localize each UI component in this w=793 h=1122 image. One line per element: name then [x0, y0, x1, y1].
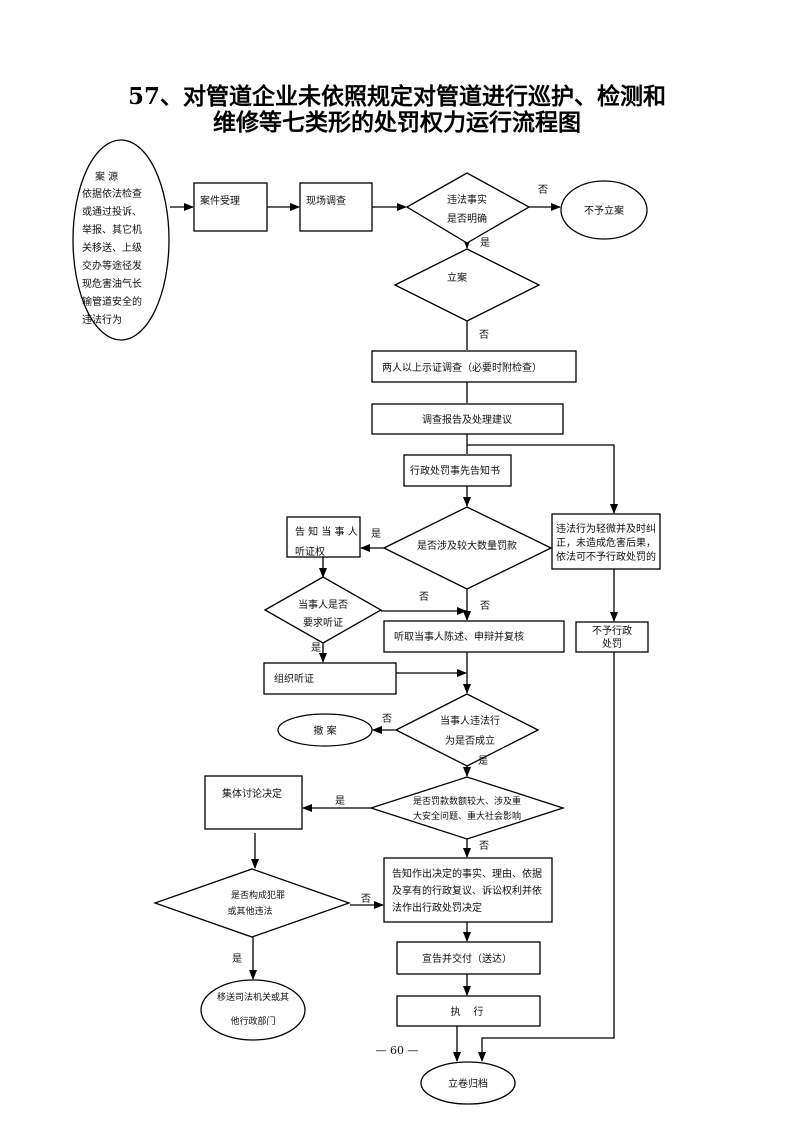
case-source-node: 案 源 依据依法检查 或通过投诉、 举报、其它机 关移送、上级 交办等途径发 现… — [72, 139, 170, 341]
no-label: 否 — [382, 713, 392, 725]
site-investigation-box: 现场调查 — [299, 182, 373, 232]
violation-established-line: 为是否成立 — [445, 734, 495, 747]
filing-label: 立案 — [447, 271, 467, 284]
inform-hearing-box: 告 知 当 事 人 听证权 — [286, 516, 361, 558]
filing-decision: 立案 — [393, 248, 541, 322]
investigate-box: 两人以上示证调查（必要时附检查） — [371, 350, 577, 383]
archive-label: 立卷归档 — [448, 1077, 488, 1090]
hear-statement-label: 听取当事人陈述、申辩并复核 — [394, 630, 524, 643]
notice-label: 行政处罚事先告知书 — [410, 464, 500, 477]
no-label: 否 — [479, 329, 489, 341]
yes-label: 是 — [371, 528, 381, 540]
no-filing-label: 不予立案 — [584, 204, 624, 217]
request-hearing-line: 要求听证 — [303, 617, 343, 629]
major-case-line: 是否罚款数额较大、涉及重 — [413, 795, 521, 807]
minor-violation-box: 违法行为轻微并及时纠 正，未造成危害后果， 依法可不予行政处罚的 — [551, 513, 661, 570]
violation-established-decision: 当事人违法行 为是否成立 — [394, 693, 540, 767]
decision-line: 是否明确 — [447, 212, 487, 225]
no-label: 否 — [419, 591, 429, 603]
case-source-line: 交办等途径发 — [82, 259, 142, 272]
crime-decision: 是否构成犯罪 或其他违法 — [153, 868, 351, 938]
withdraw-label: 撤 案 — [313, 724, 336, 737]
transfer-node: 移送司法机关或其 他行政部门 — [200, 979, 306, 1041]
yes-label: 是 — [335, 795, 345, 807]
decision-text-line: 告知作出决定的事实、理由、依据 — [392, 867, 542, 880]
crime-line: 是否构成犯罪 — [231, 889, 285, 901]
decision-box: 告知作出决定的事实、理由、依据 及享有的行政复议、诉讼权利并依 法作出行政处罚决… — [383, 857, 553, 923]
no-label: 否 — [538, 184, 548, 196]
inform-hearing-line: 听证权 — [295, 545, 325, 558]
organize-hearing-box: 组织听证 — [263, 662, 397, 695]
no-penalty-line: 不予行政 — [592, 624, 632, 637]
yes-label: 是 — [478, 755, 488, 767]
deliver-box: 宣告并交付（送达） — [396, 941, 541, 975]
title-line-1: 57、对管道企业未依照规定对管道进行巡护、检测和 — [128, 83, 666, 110]
investigate-label: 两人以上示证调查（必要时附检查） — [382, 361, 542, 374]
transfer-line: 移送司法机关或其 — [217, 991, 289, 1003]
decision-line: 违法事实 — [447, 193, 487, 206]
minor-violation-line: 依法可不予行政处罚的 — [556, 550, 656, 563]
yes-label: 是 — [311, 642, 321, 654]
withdraw-node: 撤 案 — [277, 713, 373, 747]
notice-box: 行政处罚事先告知书 — [403, 454, 512, 487]
accept-case-label: 案件受理 — [200, 194, 240, 207]
case-source-line: 输管道安全的 — [82, 295, 142, 308]
request-hearing-decision: 当事人是否 要求听证 — [263, 576, 383, 644]
minor-violation-line: 正，未造成危害后果， — [556, 536, 656, 549]
major-case-line: 大安全问题、重大社会影响 — [413, 810, 521, 822]
facts-clear-decision: 违法事实 是否明确 — [405, 172, 531, 244]
page-number: — 60 — — [376, 1044, 419, 1057]
collective-decision-label: 集体讨论决定 — [222, 787, 282, 800]
large-fine-decision: 是否涉及较大数量罚款 — [382, 506, 553, 590]
decision-text-line: 法作出行政处罚决定 — [392, 901, 482, 914]
no-label: 否 — [361, 893, 371, 905]
execute-label: 执 行 — [451, 1005, 484, 1018]
crime-line: 或其他违法 — [227, 905, 272, 917]
case-source-line: 现危害油气长 — [82, 277, 142, 290]
accept-case-box: 案件受理 — [193, 182, 268, 232]
deliver-label: 宣告并交付（送达） — [422, 952, 512, 965]
transfer-line: 他行政部门 — [230, 1015, 275, 1027]
case-source-line: 违法行为 — [82, 313, 122, 326]
title-line-2: 维修等七类形的处罚权力运行流程图 — [213, 109, 581, 136]
execute-box: 执 行 — [396, 995, 541, 1027]
large-fine-label: 是否涉及较大数量罚款 — [417, 539, 517, 552]
case-source-line: 举报、其它机 — [82, 223, 142, 236]
minor-violation-line: 违法行为轻微并及时纠 — [556, 522, 656, 535]
major-case-decision: 是否罚款数额较大、涉及重 大安全问题、重大社会影响 — [368, 776, 566, 840]
collective-decision-box: 集体讨论决定 — [204, 775, 303, 830]
site-investigation-label: 现场调查 — [306, 194, 346, 207]
hear-statement-box: 听取当事人陈述、申辩并复核 — [383, 620, 565, 653]
case-source-line: 关移送、上级 — [82, 241, 142, 254]
archive-node: 立卷归档 — [420, 1061, 516, 1105]
organize-hearing-label: 组织听证 — [274, 672, 314, 685]
case-source-line: 或通过投诉、 — [82, 205, 142, 218]
request-hearing-line: 当事人是否 — [298, 598, 348, 611]
no-penalty-line: 处罚 — [602, 638, 622, 650]
case-source-line: 依据依法检查 — [82, 187, 142, 200]
inform-hearing-line: 告 知 当 事 人 — [295, 525, 358, 538]
report-box: 调查报告及处理建议 — [371, 403, 564, 435]
connectors — [170, 203, 618, 1062]
no-label: 否 — [480, 600, 490, 612]
yes-label: 是 — [232, 953, 242, 965]
no-label: 否 — [479, 840, 489, 852]
no-filing-node: 不予立案 — [560, 180, 648, 240]
decision-text-line: 及享有的行政复议、诉讼权利并依 — [392, 884, 542, 897]
yes-label: 是 — [480, 237, 490, 249]
violation-established-line: 当事人违法行 — [440, 714, 500, 727]
report-label: 调查报告及处理建议 — [422, 413, 512, 426]
no-penalty-box: 不予行政 处罚 — [575, 621, 649, 653]
case-source-heading: 案 源 — [95, 170, 118, 183]
